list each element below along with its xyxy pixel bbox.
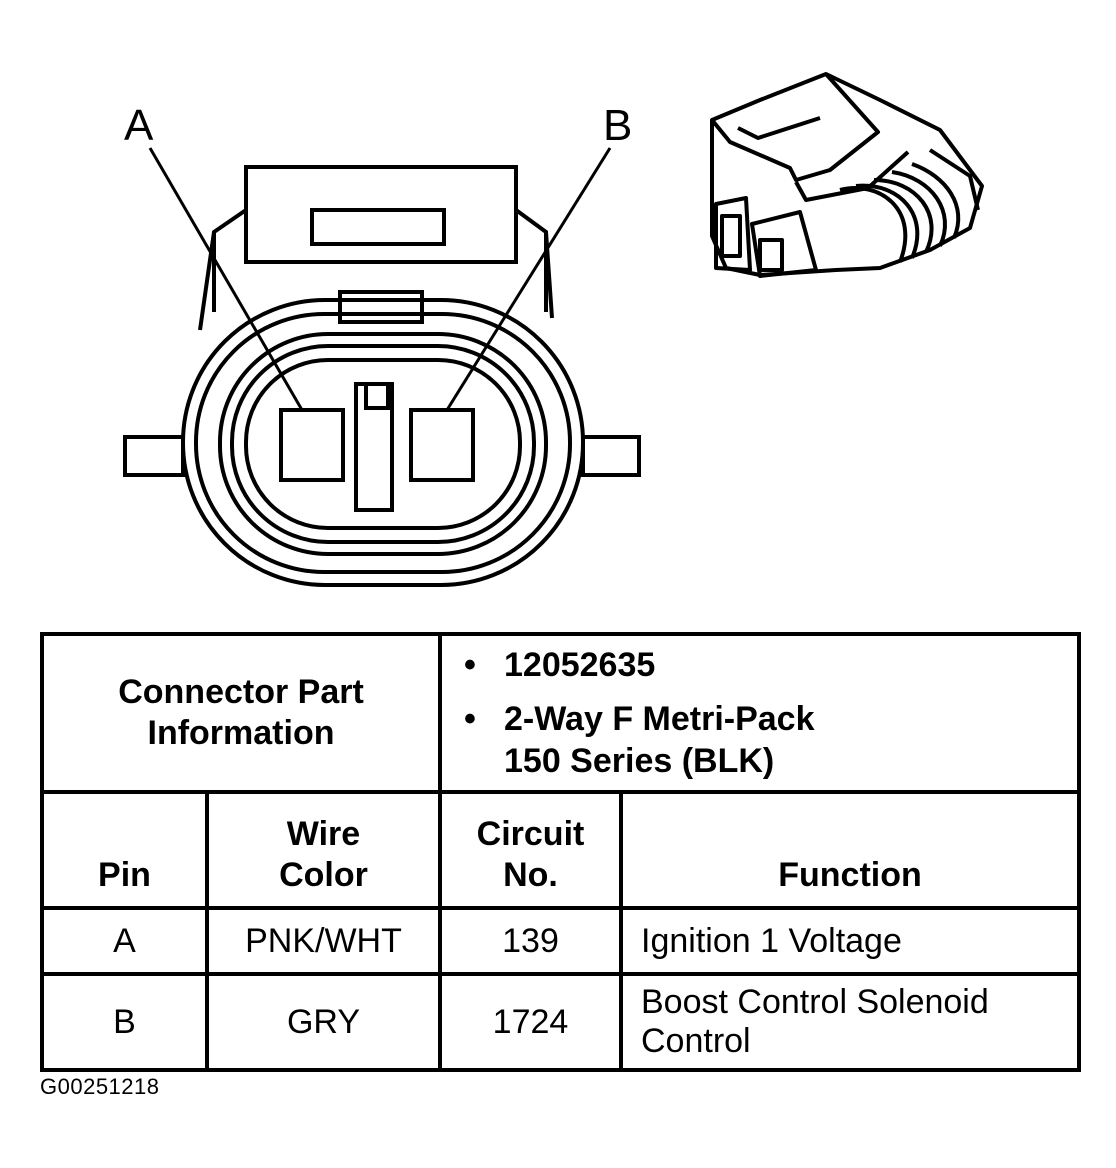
connector-info-table: Connector Part Information 12052635 2-Wa… (40, 632, 1081, 1072)
cell-circuit: 1724 (438, 972, 623, 1072)
cell-function-line1: Ignition 1 Voltage (641, 921, 902, 960)
table-row: B GRY 1724 Boost Control Solenoid Contro… (40, 972, 1081, 1072)
cell-function: Ignition 1 Voltage (619, 906, 1081, 976)
cell-wire-color: PNK/WHT (205, 906, 442, 976)
connector-diagram: A B (123, 72, 984, 587)
part-description-line2: 150 Series (BLK) (504, 742, 775, 780)
cell-pin: B (40, 972, 209, 1072)
figure-code: G00251218 (40, 1074, 160, 1099)
column-header-wire-color-line2: Color (279, 856, 368, 894)
cell-pin: A (40, 906, 209, 976)
leader-line-a (148, 147, 304, 411)
part-info-header: Connector Part Information (40, 632, 442, 794)
part-description: 2-Way F Metri-Pack 150 Series (BLK) (464, 698, 1077, 782)
terminal-cavity-b (409, 408, 475, 482)
pin-label-b: B (603, 101, 632, 150)
column-header-function-label: Function (778, 856, 922, 894)
cell-function-line1: Boost Control Solenoid (641, 983, 989, 1021)
column-header-circuit-line2: No. (503, 856, 558, 894)
cell-function: Boost Control Solenoid Control (619, 972, 1081, 1072)
part-number: 12052635 (464, 644, 1077, 686)
part-info-row: Connector Part Information 12052635 2-Wa… (40, 632, 1081, 794)
part-info-values: 12052635 2-Way F Metri-Pack 150 Series (… (438, 632, 1081, 794)
column-header-row: Pin Wire Color Circuit No. Function (40, 790, 1081, 910)
table-row: A PNK/WHT 139 Ignition 1 Voltage (40, 906, 1081, 976)
column-header-circuit-line1: Circuit (476, 815, 585, 853)
connector-3d-illustration (710, 72, 984, 278)
connector-ear-left (123, 435, 185, 477)
column-header-pin: Pin (40, 790, 209, 910)
column-header-pin-label: Pin (98, 856, 151, 894)
cell-wire-color: GRY (205, 972, 442, 1072)
terminal-cavity-a (279, 408, 345, 482)
cell-circuit: 139 (438, 906, 623, 976)
part-description-line1: 2-Way F Metri-Pack (504, 700, 815, 738)
connector-ear-right (581, 435, 641, 477)
part-info-label-line1: Connector Part (118, 673, 364, 711)
connector-latch (244, 165, 518, 264)
column-header-wire-color: Wire Color (205, 790, 442, 910)
cell-function-line2: Control (641, 1022, 751, 1060)
column-header-function: Function (619, 790, 1081, 910)
part-info-label-line2: Information (147, 714, 335, 752)
leader-line-b (445, 147, 612, 411)
column-header-circuit: Circuit No. (438, 790, 623, 910)
pin-label-a: A (124, 101, 154, 150)
column-header-wire-color-line1: Wire (286, 815, 361, 853)
